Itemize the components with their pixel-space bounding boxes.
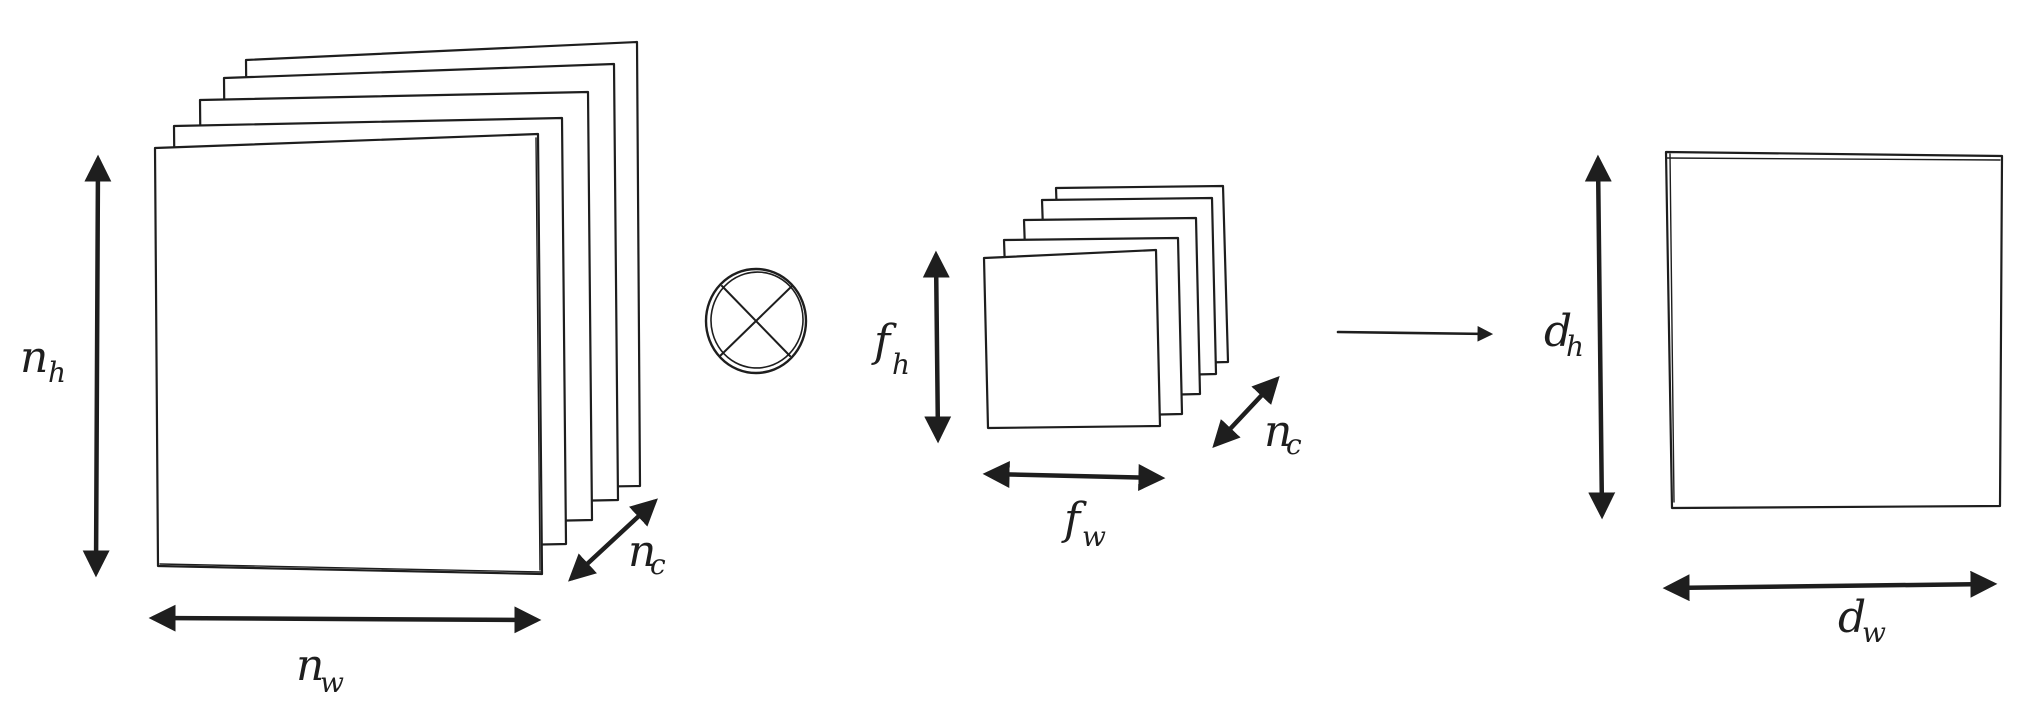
output-width-label: d w	[1838, 592, 1886, 649]
input-height-arrow	[82, 154, 112, 578]
input-width-arrow	[148, 604, 542, 634]
input-width-main: n	[296, 640, 324, 691]
filter-channels-arrow	[1212, 376, 1280, 448]
circled-times-icon	[704, 267, 808, 375]
input-width-label: n w	[296, 640, 344, 699]
input-channels-arrow	[568, 498, 658, 582]
filter-width-label: f w	[1061, 494, 1106, 553]
filter-channels-sub: c	[1286, 428, 1302, 461]
output-height-arrow	[1584, 154, 1616, 520]
output-height-sub: h	[1566, 330, 1584, 363]
filter-tensor	[982, 184, 1230, 430]
input-channels-main: n	[628, 526, 656, 577]
filter-height-arrow	[922, 250, 952, 444]
input-channels-label: n c	[628, 526, 666, 581]
filter-channels-main: n	[1264, 406, 1292, 457]
filter-height-sub: h	[892, 348, 910, 381]
input-tensor	[153, 40, 642, 576]
input-width-sub: w	[320, 666, 344, 699]
output-sheet	[1664, 150, 2004, 510]
input-channels-sub: c	[650, 548, 666, 581]
input-sheet-front	[153, 132, 544, 576]
input-height-main: n	[20, 332, 48, 383]
output-height-main: d	[1544, 306, 1572, 357]
output-width-sub: w	[1862, 616, 1886, 649]
filter-height-label: f h	[871, 316, 910, 381]
input-height-label: n h	[20, 332, 66, 389]
filter-width-arrow	[982, 461, 1166, 491]
filter-width-sub: w	[1082, 520, 1106, 553]
result-arrow	[1336, 326, 1494, 342]
output-width-arrow	[1662, 570, 1998, 602]
output-map	[1664, 150, 2004, 510]
output-height-label: d h	[1544, 306, 1584, 363]
filter-channels-label: n c	[1264, 406, 1302, 461]
input-height-sub: h	[48, 356, 66, 389]
output-width-main: d	[1838, 592, 1866, 643]
filter-sheet-front	[982, 248, 1162, 430]
